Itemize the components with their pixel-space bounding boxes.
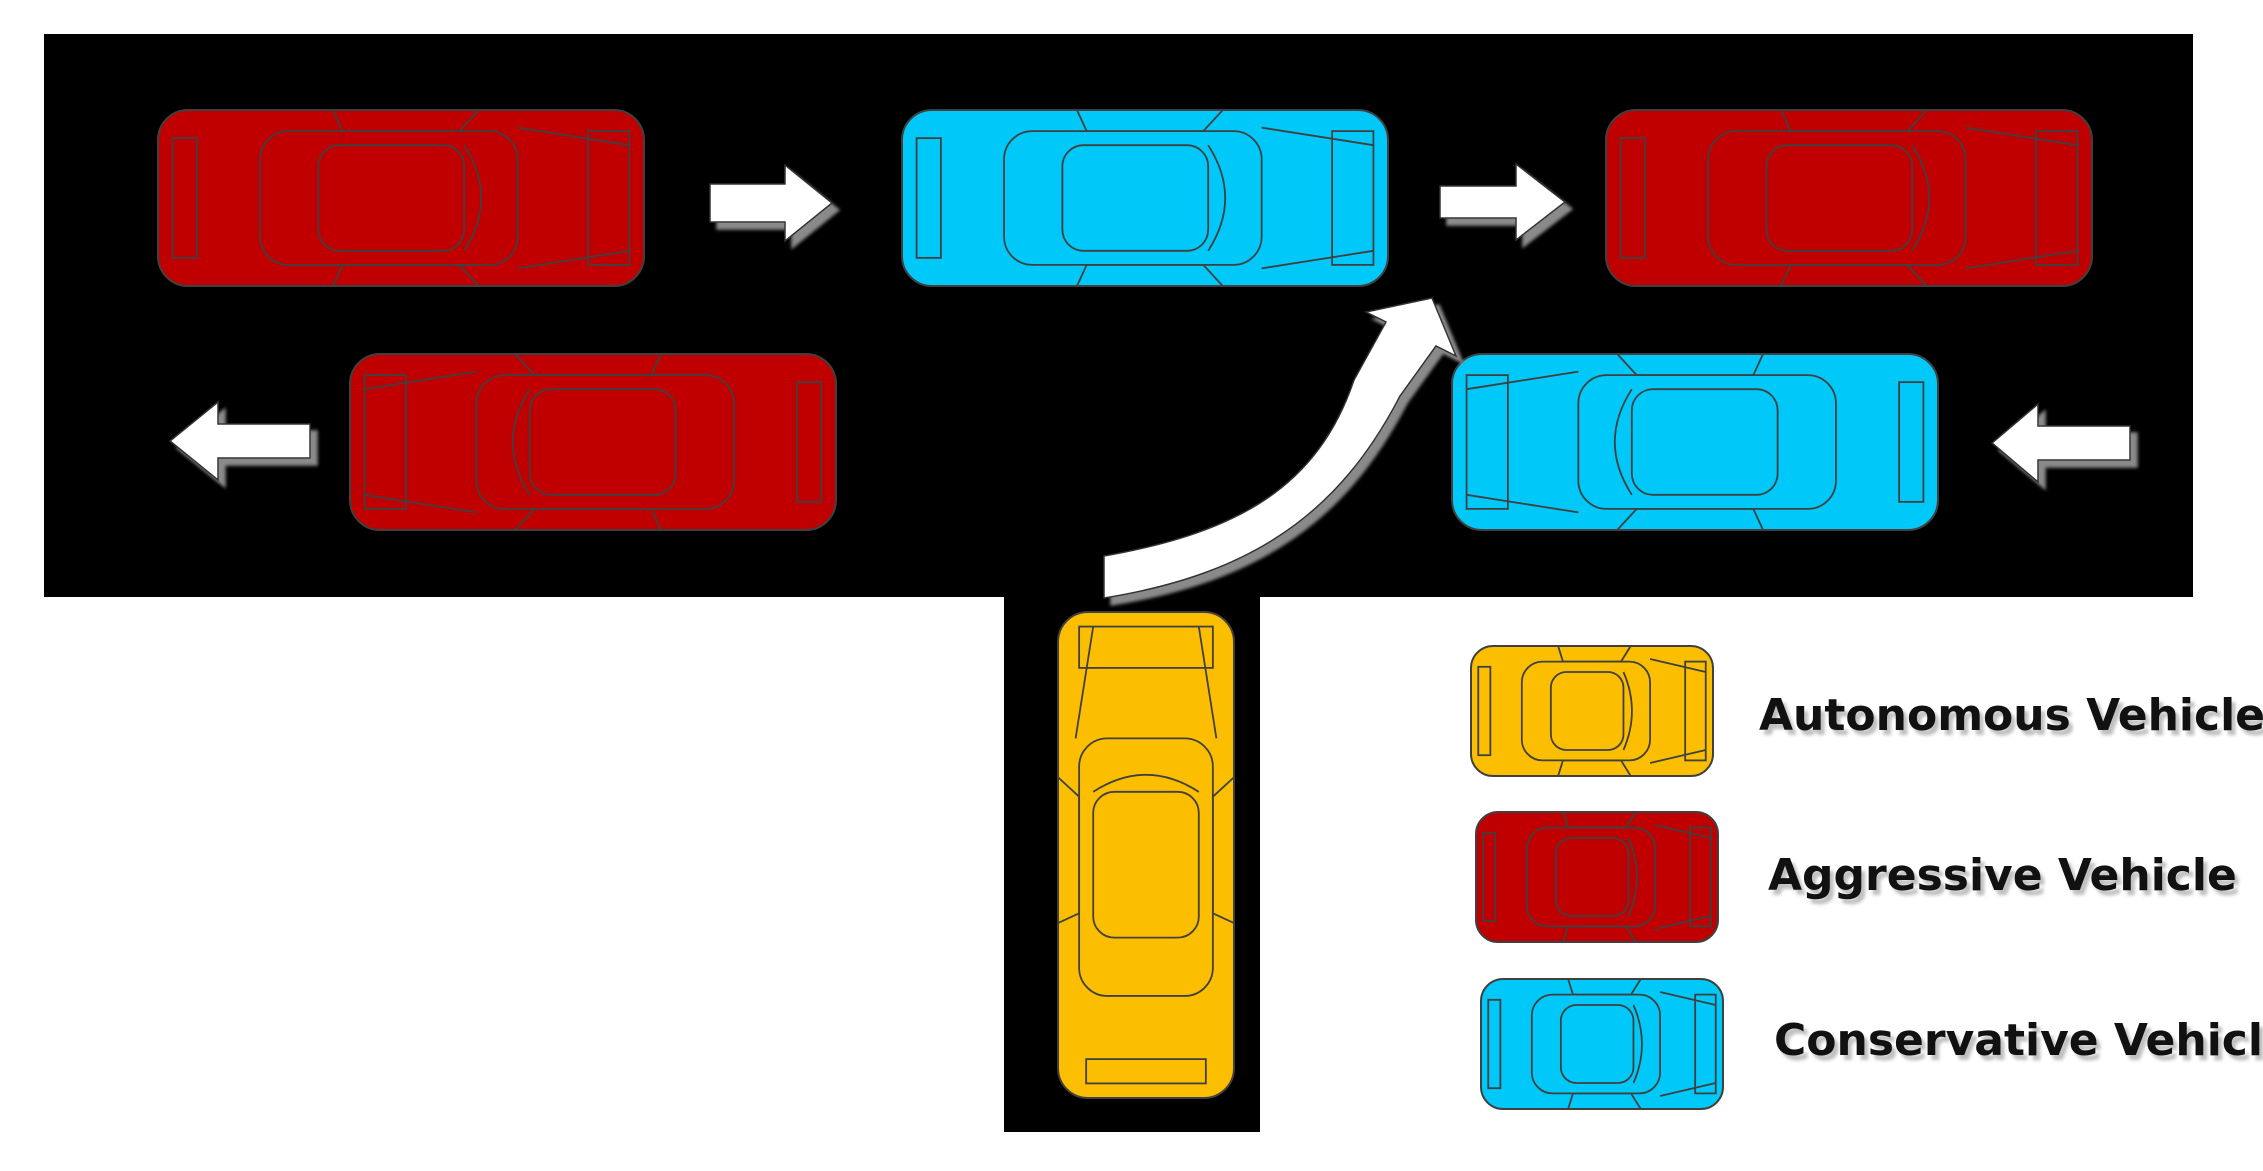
vehicle-ego-car bbox=[1057, 611, 1235, 1099]
vehicle-top-lane-car-2 bbox=[901, 109, 1389, 287]
vehicle-bottom-lane-car-1 bbox=[349, 353, 837, 531]
legend-conservative-icon bbox=[1480, 978, 1724, 1110]
curved-arrow-icon bbox=[1103, 297, 1458, 599]
legend-autonomous-icon bbox=[1470, 645, 1714, 777]
vehicle-top-lane-car-1 bbox=[157, 109, 645, 287]
legend-aggressive-icon bbox=[1475, 811, 1719, 943]
legend-label-aggressive: Aggressive Vehicle bbox=[1768, 850, 2237, 901]
vehicle-bottom-lane-car-2 bbox=[1451, 353, 1939, 531]
arrow-icon bbox=[709, 163, 834, 243]
arrow-icon bbox=[1439, 162, 1567, 242]
legend-label-conservative: Conservative Vehicle bbox=[1774, 1015, 2263, 1066]
arrow-icon bbox=[168, 400, 311, 482]
legend-label-autonomous: Autonomous Vehicle bbox=[1759, 690, 2263, 741]
arrow-icon bbox=[1990, 402, 2131, 484]
vehicle-top-lane-car-3 bbox=[1605, 109, 2093, 287]
